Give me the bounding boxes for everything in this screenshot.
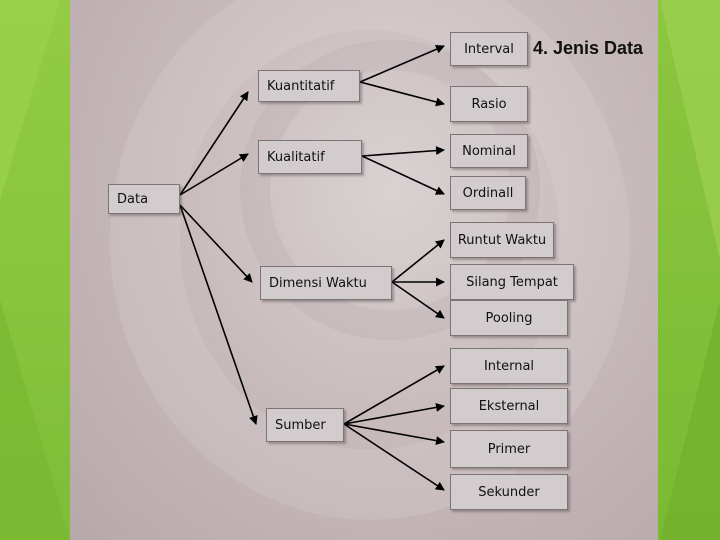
arrow-kualitatif-nominal	[361, 146, 445, 157]
node-primer: Primer	[450, 430, 568, 468]
arrow-data-sumber	[179, 204, 258, 425]
arrow-data-dimensi-waktu	[179, 204, 253, 283]
arrow-data-kuantitatif	[179, 91, 249, 196]
node-sekunder: Sekunder	[450, 474, 568, 510]
node-rasio: Rasio	[450, 86, 528, 122]
node-pooling: Pooling	[450, 300, 568, 336]
arrow-dimensi-runtut	[391, 239, 445, 283]
arrow-sumber-internal	[343, 365, 445, 425]
node-internal: Internal	[450, 348, 568, 384]
node-interval: Interval	[450, 32, 528, 66]
node-silang-tempat: Silang Tempat	[450, 264, 574, 300]
node-runtut-waktu: Runtut Waktu	[450, 222, 554, 258]
arrow-kuantitatif-interval	[359, 45, 445, 83]
node-sumber: Sumber	[266, 408, 344, 442]
node-kuantitatif: Kuantitatif	[258, 70, 360, 102]
arrow-kualitatif-ordinal	[361, 155, 445, 195]
arrow-kuantitatif-rasio	[359, 81, 445, 107]
arrow-sumber-primer	[343, 423, 445, 446]
arrow-dimensi-pooling	[391, 281, 445, 319]
arrow-sumber-sekunder	[343, 423, 445, 491]
arrow-data-kualitatif	[179, 153, 249, 196]
node-data: Data	[108, 184, 180, 214]
node-nominal: Nominal	[450, 134, 528, 168]
node-ordinal: Ordinall	[450, 176, 526, 210]
node-kualitatif: Kualitatif	[258, 140, 362, 174]
node-dimensi-waktu: Dimensi Waktu	[260, 266, 392, 300]
node-eksternal: Eksternal	[450, 388, 568, 424]
page-title: 4. Jenis Data	[533, 38, 644, 58]
arrow-sumber-eksternal	[343, 402, 445, 425]
